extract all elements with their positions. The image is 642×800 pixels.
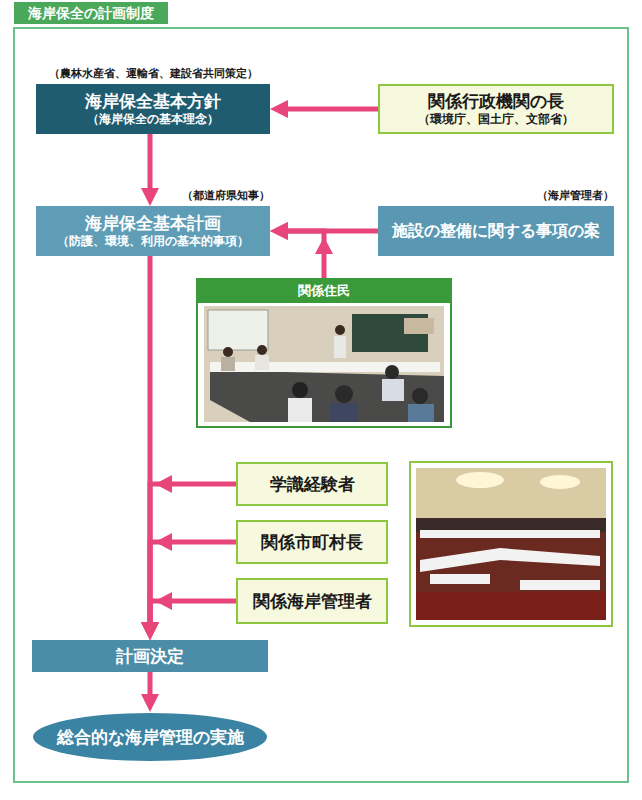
photo-cabinet [404, 318, 434, 334]
photo-table [420, 548, 600, 572]
photo-window [208, 310, 268, 350]
photo-person [330, 403, 358, 422]
flow-arrow [150, 601, 236, 630]
node-label: 関係行政機関の長 [428, 90, 564, 112]
photo-room [416, 468, 606, 620]
title-tab: 海岸保全の計画制度 [14, 2, 168, 24]
result-ellipse: 総合的な海岸管理の実施 [32, 712, 268, 762]
node-label: 海岸保全基本計画 [85, 212, 221, 234]
photo-border [410, 462, 612, 626]
node-label: 学識経験者 [270, 473, 355, 495]
conference-photo [410, 462, 612, 626]
node-label: （環境庁、国土庁、文部省） [418, 112, 574, 128]
photo-person [412, 388, 428, 404]
flow-arrow [280, 107, 378, 112]
decision-box: 計画決定 [32, 640, 268, 672]
photo-table [420, 530, 600, 538]
node-label: 関係住民 [198, 280, 450, 303]
flow-arrow [150, 542, 236, 630]
photo-person [223, 347, 233, 357]
photo-person [335, 325, 345, 335]
flow-arrow [150, 484, 236, 630]
photo-person [221, 357, 235, 371]
photo-person [408, 404, 434, 422]
node-label: （海岸保全の基本理念） [87, 112, 219, 128]
arrow-head [155, 533, 172, 551]
photo-papers [210, 362, 440, 372]
arrow-head [155, 592, 172, 610]
photo-person [292, 382, 308, 398]
node-heading: （海岸管理者） [537, 188, 614, 203]
agency-box: 関係行政機関の長（環境庁、国土庁、文部省） [378, 84, 614, 134]
policy-box: （農林水産省、運輸省、建設省共同策定）海岸保全基本方針（海岸保全の基本理念） [36, 84, 270, 134]
node-label: 施設の整備に関する事項の案 [392, 221, 600, 242]
photo-ceiling [416, 468, 606, 518]
mayor-box: 関係市町村長 [236, 520, 388, 564]
photo-person [382, 379, 404, 401]
node-label: 関係市町村長 [261, 531, 363, 553]
node-label: 総合的な海岸管理の実施 [57, 726, 244, 748]
expert-box: 学識経験者 [236, 462, 388, 506]
photo-people-row [416, 518, 606, 532]
photo-person [288, 398, 312, 422]
outer-frame [14, 28, 628, 782]
arrow-head [315, 237, 333, 254]
photo-table [520, 580, 600, 590]
photo-person [335, 385, 353, 403]
node-label: 海岸保全基本方針 [85, 90, 221, 112]
meeting-photo [204, 306, 444, 422]
flow-arrow [148, 134, 153, 196]
manager-box: 関係海岸管理者 [236, 578, 388, 624]
flow-arrow [280, 231, 324, 278]
photo-table [430, 574, 490, 584]
photo-person [257, 345, 267, 355]
facility-box: （海岸管理者）施設の整備に関する事項の案 [378, 206, 614, 256]
residents-panel: 関係住民 [196, 278, 452, 428]
plan-box: （都道府県知事）海岸保全基本計画（防護、環境、利用の基本的事項） [36, 206, 270, 256]
node-label: 関係海岸管理者 [253, 590, 372, 612]
photo-wall [204, 306, 444, 422]
node-heading: （農林水産省、運輸省、建設省共同策定） [49, 66, 258, 81]
flow-arrow [148, 672, 153, 702]
photo-light [456, 472, 504, 488]
node-label: 計画決定 [116, 645, 184, 667]
photo-person [385, 365, 399, 379]
photo-carpet [416, 592, 606, 620]
arrow-head [155, 475, 172, 493]
photo-person [334, 336, 346, 358]
node-label: （防護、環境、利用の基本的事項） [57, 234, 249, 250]
photo-light [540, 475, 580, 489]
node-heading: （都道府県知事） [182, 188, 270, 203]
photo-table [210, 370, 444, 422]
photo-person [255, 355, 269, 370]
